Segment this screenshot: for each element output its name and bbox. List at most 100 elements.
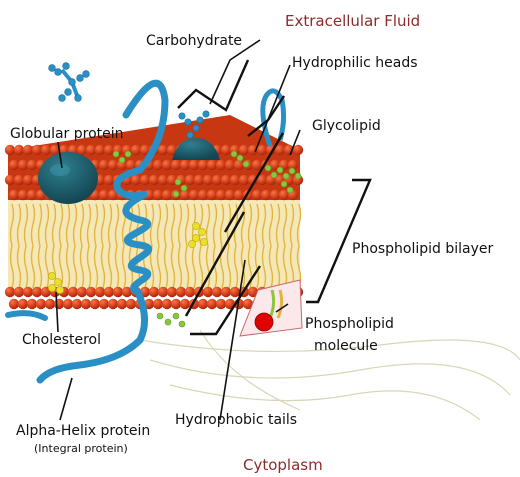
lipid-head <box>104 175 114 185</box>
lipid-head <box>180 299 190 309</box>
lipid-head <box>27 160 37 170</box>
lipid-head <box>216 299 226 309</box>
label-phospholipid-bilayer: Phospholipid bilayer <box>352 241 494 257</box>
lipid-head <box>9 299 19 309</box>
lipid-head <box>158 145 168 155</box>
lipid-head <box>162 299 172 309</box>
lipid-head <box>104 287 114 297</box>
lipid-head <box>99 299 109 309</box>
lipid-head <box>14 145 24 155</box>
lipid-head <box>18 190 28 200</box>
lipid-head <box>27 299 37 309</box>
lipid-head <box>158 175 168 185</box>
lipid-head <box>117 299 127 309</box>
lipid-head <box>104 145 114 155</box>
lipid-head <box>126 299 136 309</box>
lipid-head <box>9 190 19 200</box>
lipid-head <box>198 160 208 170</box>
lipid-head <box>108 160 118 170</box>
lipid-head <box>54 299 64 309</box>
lipid-head <box>23 175 33 185</box>
lipid-head <box>18 160 28 170</box>
lipid-head <box>63 299 73 309</box>
lipid-head <box>212 287 222 297</box>
lipid-head <box>239 175 249 185</box>
lipid-head <box>5 287 15 297</box>
label-hydrophilic-heads: Hydrophilic heads <box>292 55 418 71</box>
lipid-head <box>95 287 105 297</box>
label-hydrophobic-tails: Hydrophobic tails <box>175 412 297 428</box>
lipid-head <box>86 145 96 155</box>
lipid-head <box>180 160 190 170</box>
lipid-head <box>216 160 226 170</box>
lipid-head <box>32 287 42 297</box>
lipid-head <box>108 299 118 309</box>
lipid-head <box>99 190 109 200</box>
label-glycolipid: Glycolipid <box>312 118 381 134</box>
label-phospholipid-molecule-1: Phospholipid <box>305 316 394 332</box>
label-cholesterol: Cholesterol <box>22 332 101 348</box>
lipid-head <box>189 190 199 200</box>
lipid-head <box>230 175 240 185</box>
label-alpha-helix-2: (Integral protein) <box>34 442 128 455</box>
label-globular-protein: Globular protein <box>10 126 124 142</box>
lipid-head <box>86 287 96 297</box>
lipid-head <box>207 160 217 170</box>
lipid-head <box>113 287 123 297</box>
lipid-head <box>72 299 82 309</box>
carbohydrate-bracket <box>178 60 248 110</box>
lipid-head <box>99 160 109 170</box>
lipid-head <box>185 287 195 297</box>
lipid-head <box>9 160 19 170</box>
label-phospholipid-molecule-2: molecule <box>314 338 378 354</box>
region-extracellular: Extracellular Fluid <box>285 12 420 30</box>
lipid-head <box>14 287 24 297</box>
lipid-head <box>203 287 213 297</box>
lipid-head <box>18 299 28 309</box>
lipid-head <box>5 145 15 155</box>
lipid-head <box>225 160 235 170</box>
lipid-head <box>234 190 244 200</box>
lipid-head <box>194 175 204 185</box>
lipid-head <box>5 175 15 185</box>
lipid-head <box>45 299 55 309</box>
lipid-head <box>225 190 235 200</box>
lipid-head <box>95 145 105 155</box>
label-carbohydrate: Carbohydrate <box>146 33 242 49</box>
lipid-head <box>153 299 163 309</box>
lipid-head <box>162 190 172 200</box>
lipid-head <box>167 287 177 297</box>
lipid-head <box>221 145 231 155</box>
lipid-head <box>189 160 199 170</box>
lipid-head <box>32 145 42 155</box>
lipid-head <box>185 175 195 185</box>
lipid-head <box>131 145 141 155</box>
lipid-head <box>171 160 181 170</box>
lipid-head <box>153 160 163 170</box>
lipid-head <box>180 190 190 200</box>
lipid-head <box>14 175 24 185</box>
lipid-head <box>270 190 280 200</box>
lipid-head <box>41 145 51 155</box>
lipid-head <box>198 299 208 309</box>
lipid-head <box>207 190 217 200</box>
lipid-head <box>153 190 163 200</box>
lipid-head <box>140 175 150 185</box>
lipid-head <box>81 299 91 309</box>
lipid-head <box>36 299 46 309</box>
lipid-head <box>131 175 141 185</box>
lipid-head <box>257 145 267 155</box>
lipid-head <box>252 160 262 170</box>
lipid-head <box>198 190 208 200</box>
lipid-head <box>212 175 222 185</box>
lipid-head <box>171 299 181 309</box>
lipid-head <box>90 299 100 309</box>
lipid-head <box>261 190 271 200</box>
lipid-head <box>149 287 159 297</box>
lipid-head <box>221 175 231 185</box>
globular-protein <box>38 152 98 204</box>
lipid-head <box>162 160 172 170</box>
lipid-head <box>176 287 186 297</box>
lipid-head <box>23 145 33 155</box>
